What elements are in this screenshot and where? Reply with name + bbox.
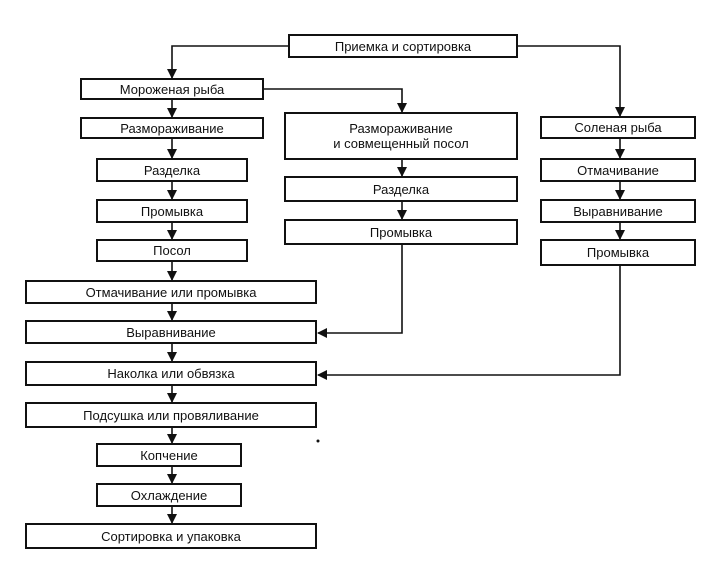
node-cooling: Охлаждение [96,483,242,507]
node-thawing-salting: Размораживание и совмещенный посол [284,112,518,160]
node-cutting-left: Разделка [96,158,248,182]
arrow-receiving-to-salted [518,45,625,117]
node-sorting-packing: Сортировка и упаковка [25,523,317,549]
node-soaking-or-washing: Отмачивание или промывка [25,280,317,304]
node-receiving: Приемка и сортировка [288,34,518,58]
node-smoking: Копчение [96,443,242,467]
node-salted-fish: Соленая рыба [540,116,696,139]
node-washing-left: Промывка [96,199,248,223]
node-thawing-salting-line1: Размораживание [349,121,453,136]
arrow-receiving-to-frozen [167,45,288,79]
node-thawing-salting-line2: и совмещенный посол [333,136,469,151]
node-levelling: Выравнивание [25,320,317,344]
node-frozen-fish: Мороженая рыба [80,78,264,100]
node-washing-right: Промывка [540,239,696,266]
node-drying: Подсушка или провяливание [25,402,317,428]
node-piercing-or-tying: Наколка или обвязка [25,361,317,386]
node-cutting-mid: Разделка [284,176,518,202]
arrow-mid-washing-to-levelling [317,245,403,338]
node-levelling-right: Выравнивание [540,199,696,223]
node-thawing-left: Размораживание [80,117,264,139]
node-washing-mid: Промывка [284,219,518,245]
arrow-frozen-to-thawing-salting [264,88,407,113]
node-salting: Посол [96,239,248,262]
stray-dot [316,439,320,443]
arrow-right-washing-to-piercing [317,266,621,380]
node-soaking-right: Отмачивание [540,158,696,182]
